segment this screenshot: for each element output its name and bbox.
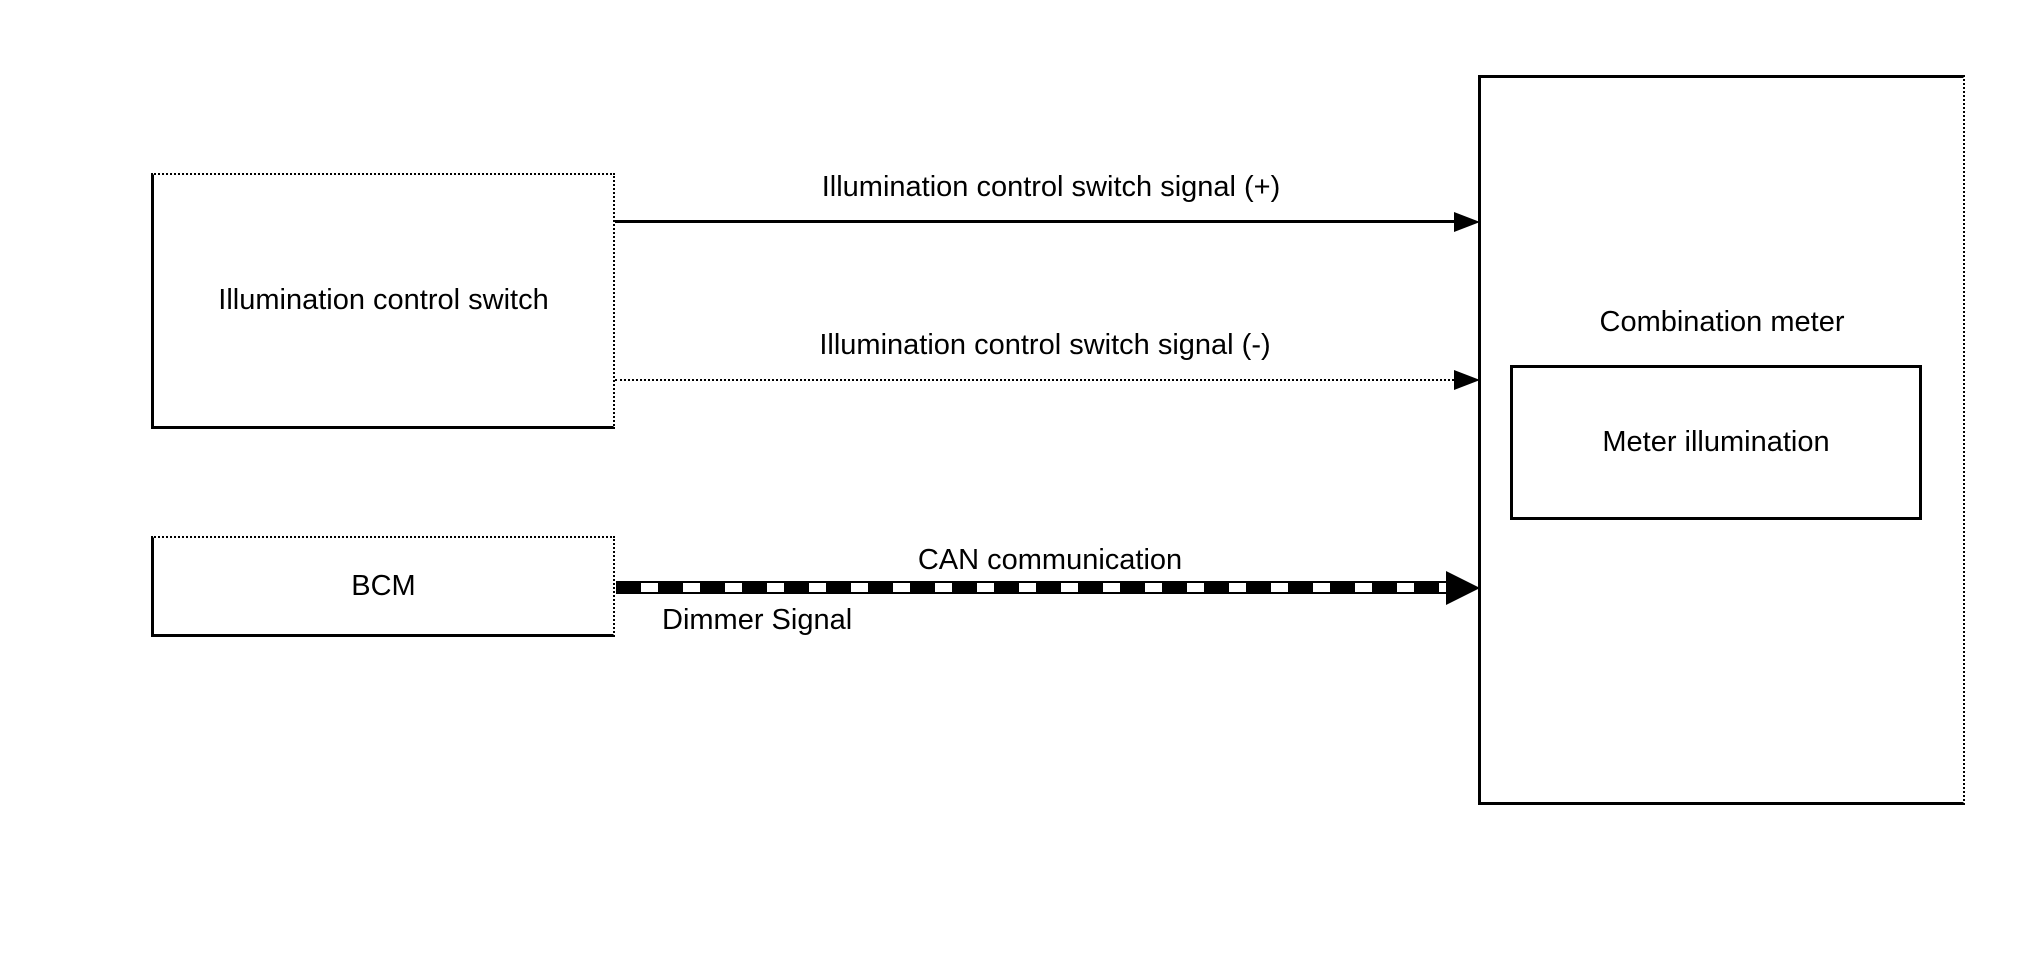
signal-minus-arrowhead-icon	[1454, 370, 1480, 390]
can-arrowhead-icon	[1446, 571, 1480, 605]
signal-plus-label: Illumination control switch signal (+)	[821, 171, 1281, 203]
meter-illumination-label: Meter illumination	[1602, 426, 1830, 458]
combination-meter-label: Combination meter	[1599, 306, 1845, 338]
signal-plus-line	[615, 220, 1458, 223]
meter-illumination-box: Meter illumination	[1510, 365, 1922, 520]
can-communication-line	[616, 581, 1448, 594]
dimmer-signal-label: Dimmer Signal	[662, 604, 853, 636]
bcm-label: BCM	[351, 569, 416, 602]
illumination-control-switch-label: Illumination control switch	[218, 284, 549, 316]
bcm-box: BCM	[151, 536, 615, 637]
illumination-control-switch-box: Illumination control switch	[151, 173, 615, 429]
signal-minus-line	[615, 379, 1458, 381]
signal-plus-arrowhead-icon	[1454, 212, 1480, 232]
signal-minus-label: Illumination control switch signal (-)	[819, 329, 1271, 361]
can-communication-label: CAN communication	[917, 544, 1183, 576]
